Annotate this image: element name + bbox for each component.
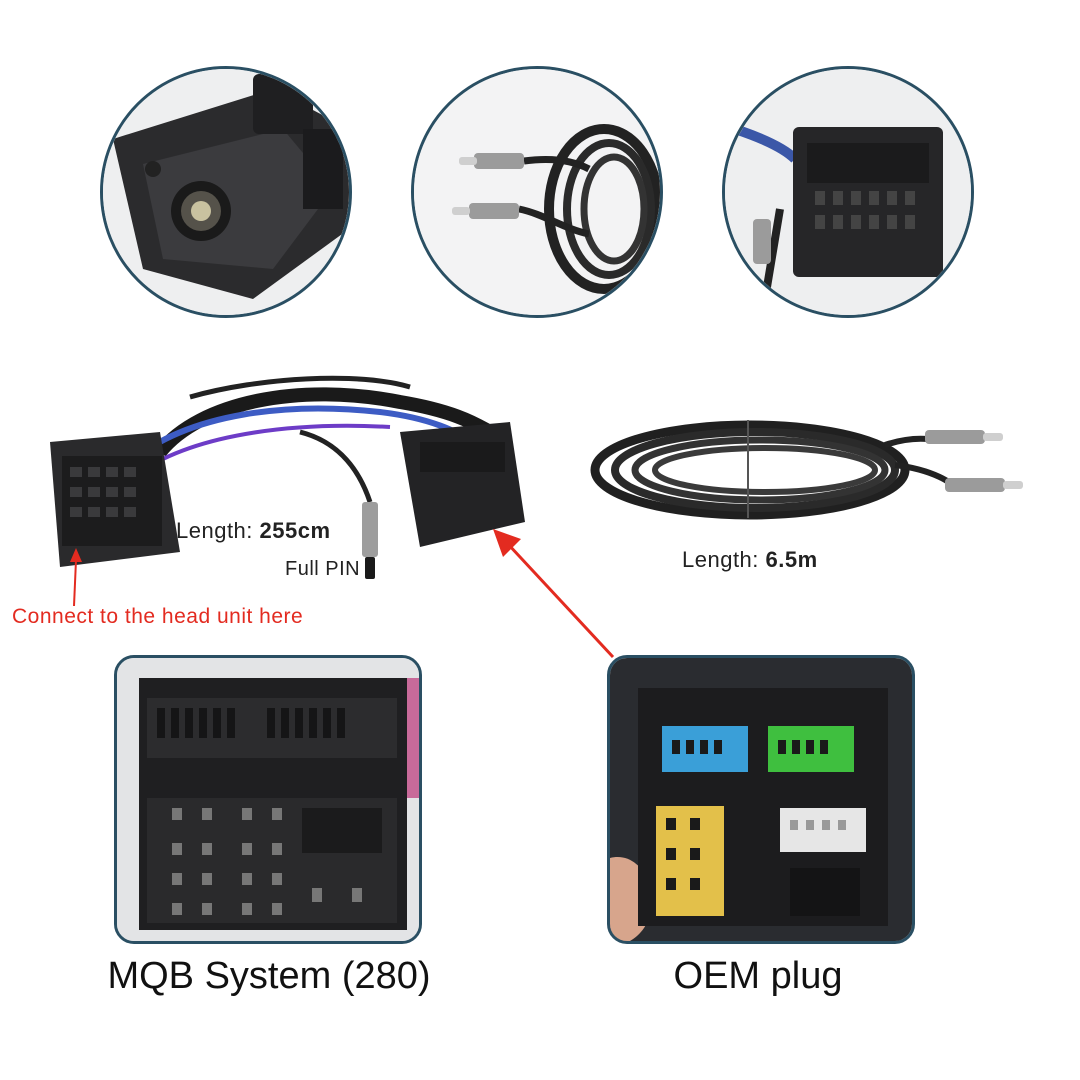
mqb-caption: MQB System (280): [107, 955, 431, 997]
oem-plug-panel: [607, 655, 915, 944]
oem-pointer-arrow: [493, 529, 615, 659]
connector-image: [725, 69, 971, 315]
cable-length-label: Length: 6.5m: [682, 547, 818, 573]
harness-length-prefix: Length:: [176, 518, 253, 543]
harness-length-value: 255cm: [259, 518, 331, 543]
extension-cable-image: [414, 69, 660, 315]
coiled-cable-image: [590, 420, 1023, 520]
harness-length-label: Length: 255cm: [176, 518, 331, 544]
oem-caption: OEM plug: [673, 955, 843, 997]
mqb-connector-image: [117, 658, 419, 941]
connector-photo-circle: [722, 66, 974, 318]
connect-note: Connect to the head unit here: [12, 605, 304, 628]
oem-plug-image: [610, 658, 912, 941]
full-pin-label: Full PIN: [285, 558, 361, 580]
extension-cable-photo-circle: [411, 66, 663, 318]
harness-image: [50, 375, 525, 579]
camera-image: [103, 69, 349, 315]
camera-photo-circle: [100, 66, 352, 318]
coiled-cable-photo: [585, 400, 1045, 530]
mqb-connector-panel: [114, 655, 422, 944]
harness-photo: [40, 372, 540, 582]
head-unit-arrow: [70, 548, 82, 607]
cable-length-value: 6.5m: [765, 547, 818, 572]
cable-length-prefix: Length:: [682, 547, 759, 572]
